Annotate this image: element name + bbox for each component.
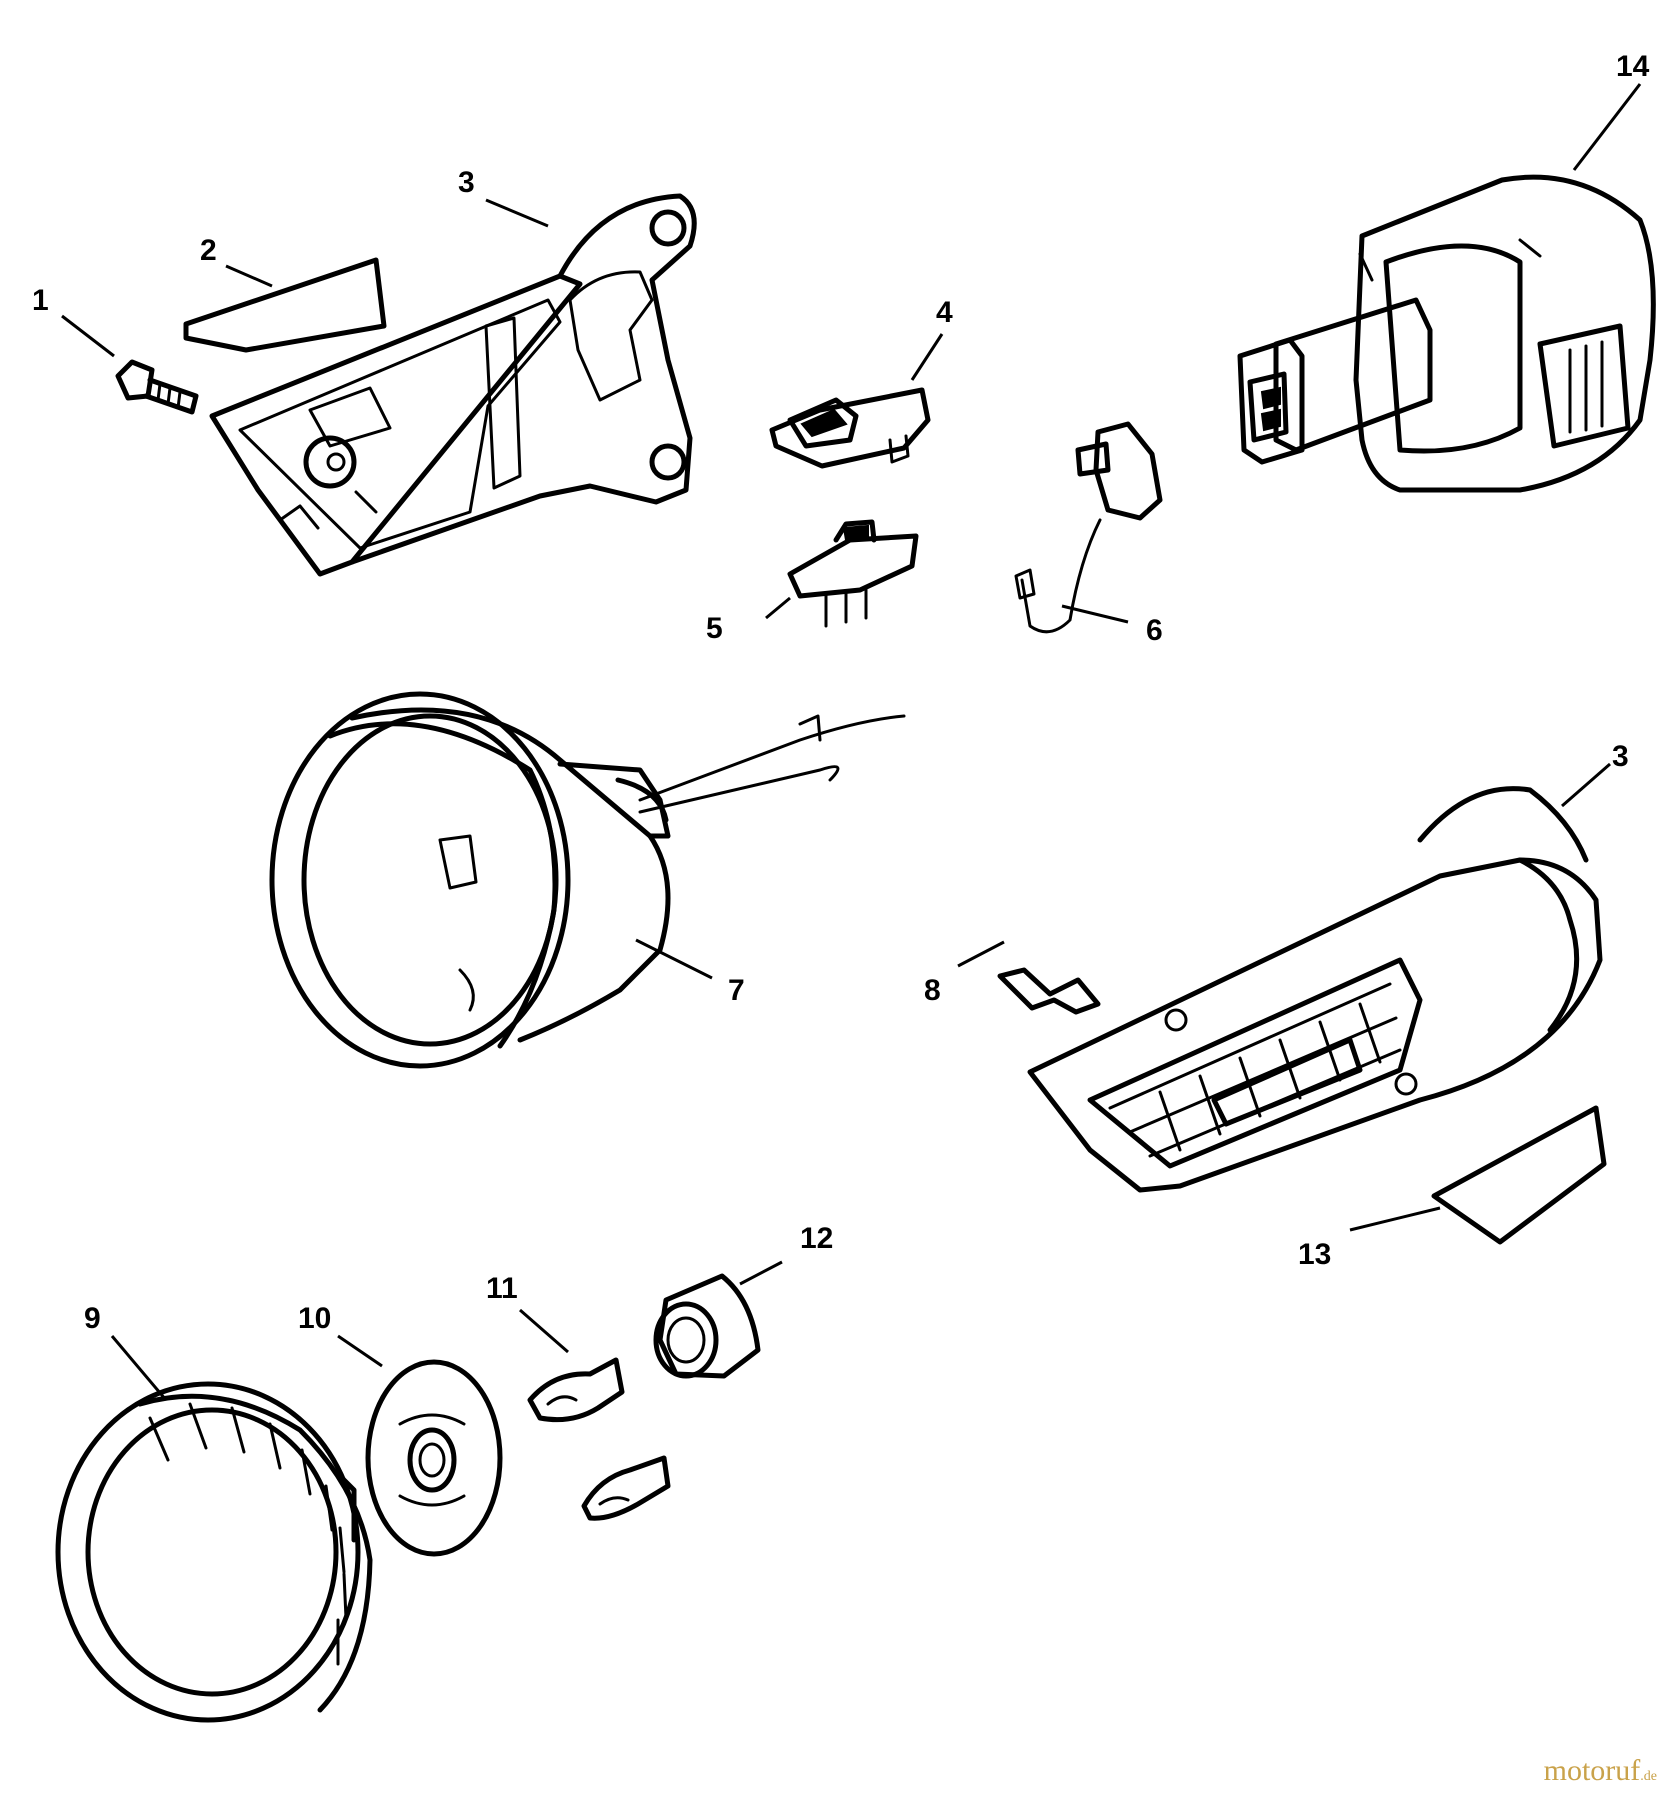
part-bezel — [55, 1381, 373, 1723]
callout-11: 11 — [486, 1272, 518, 1305]
part-label-bottom — [1431, 1105, 1607, 1245]
part-lens — [365, 1359, 503, 1557]
callout-12: 12 — [800, 1222, 833, 1255]
part-slide-switch — [787, 519, 919, 628]
watermark-suffix: .de — [1640, 1769, 1657, 1784]
callout-3-top: 3 — [458, 166, 475, 199]
part-housing-inner — [209, 193, 697, 577]
part-label-top — [183, 257, 387, 353]
callout-14: 14 — [1616, 50, 1650, 83]
callout-6: 6 — [1146, 614, 1163, 647]
part-clip — [997, 967, 1101, 1015]
callout-13: 13 — [1298, 1238, 1331, 1271]
callout-8: 8 — [924, 974, 941, 1007]
part-housing-outer — [1027, 786, 1603, 1193]
callout-2: 2 — [200, 234, 217, 267]
part-bulbs — [527, 1357, 671, 1521]
watermark-text: motoruf — [1543, 1754, 1641, 1787]
part-reflector — [269, 691, 906, 1069]
part-socket — [653, 1273, 761, 1379]
callout-10: 10 — [298, 1302, 331, 1335]
callout-7: 7 — [728, 974, 745, 1007]
callout-3-bottom: 3 — [1612, 740, 1629, 773]
callout-9: 9 — [84, 1302, 101, 1335]
part-switch-cap — [769, 387, 931, 469]
callout-5: 5 — [706, 612, 723, 645]
part-screw — [115, 359, 199, 415]
watermark-logo: motoruf.de — [1544, 1754, 1657, 1788]
leader-lines — [61, 83, 1642, 1401]
part-contact-wire — [1014, 421, 1163, 634]
callout-1: 1 — [32, 284, 49, 317]
callout-4: 4 — [936, 296, 953, 329]
part-battery-pack — [1237, 174, 1656, 493]
callout-labels: 1 2 3 4 5 6 7 8 3 13 9 10 11 12 14 — [32, 50, 1650, 1335]
